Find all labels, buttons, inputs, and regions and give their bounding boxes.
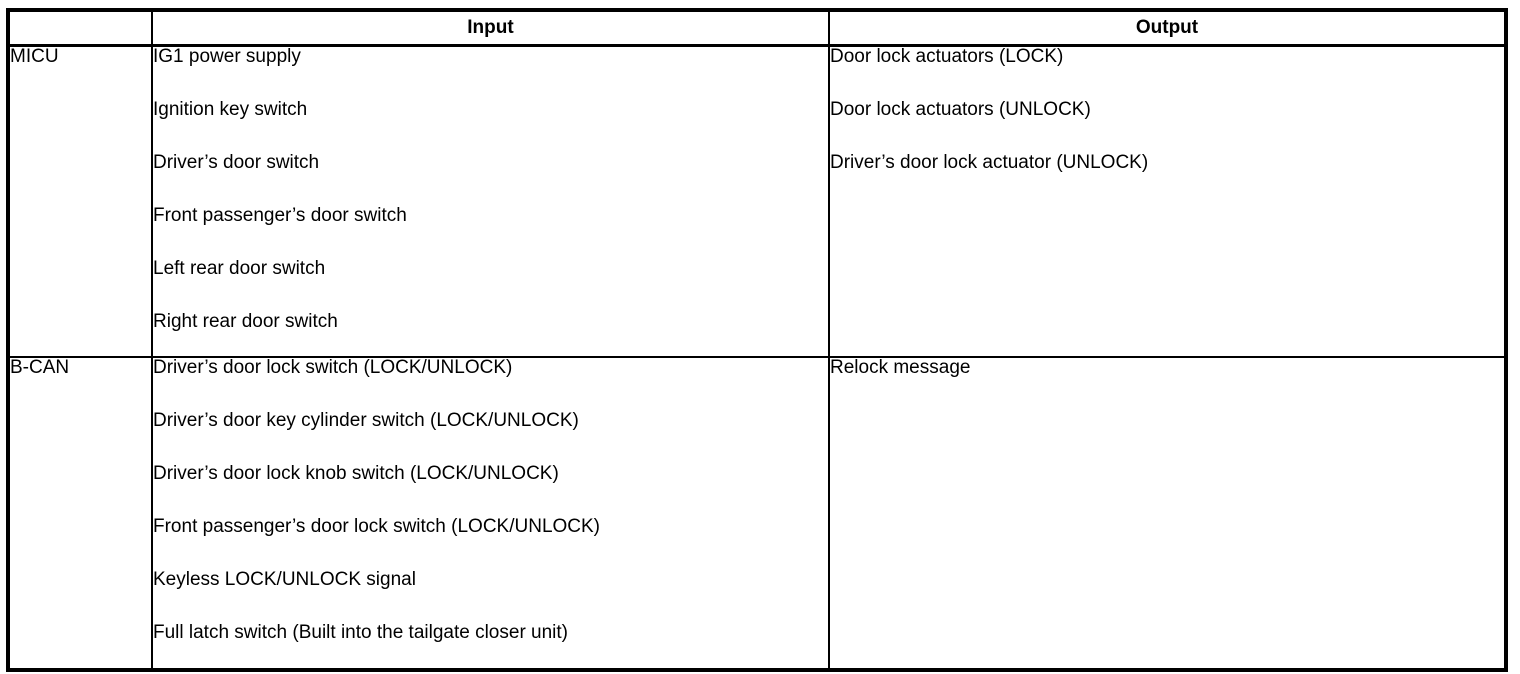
header-output-cell: Output bbox=[828, 9, 1507, 47]
header-input-cell: Input bbox=[151, 9, 830, 47]
signal-item: Right rear door switch bbox=[153, 312, 338, 332]
table-header: Input Output bbox=[7, 9, 1507, 47]
signal-item: Driver’s door lock switch (LOCK/UNLOCK) bbox=[153, 358, 513, 378]
signal-item: Door lock actuators (LOCK) bbox=[830, 47, 1064, 67]
bcan-input-list: Driver’s door lock switch (LOCK/UNLOCK) D… bbox=[151, 356, 830, 671]
signal-item: Front passenger’s door lock switch (LOCK… bbox=[153, 517, 601, 537]
signal-item: IG1 power supply bbox=[153, 47, 301, 67]
header-row: Input Output bbox=[7, 9, 1507, 47]
signal-item: Front passenger’s door switch bbox=[153, 206, 407, 226]
signal-item: Ignition key switch bbox=[153, 100, 308, 120]
bcan-output-list: Relock message bbox=[828, 356, 1507, 671]
signal-item: Relock message bbox=[830, 358, 971, 378]
signal-item: Driver’s door lock knob switch (LOCK/UNL… bbox=[153, 464, 559, 484]
signal-item: Left rear door switch bbox=[153, 259, 326, 279]
table-row-bcan: B-CAN Driver’s door lock switch (LOCK/UN… bbox=[7, 356, 1507, 671]
signal-item: Driver’s door key cylinder switch (LOCK/… bbox=[153, 411, 579, 431]
signal-item: Door lock actuators (UNLOCK) bbox=[830, 100, 1091, 120]
signal-item: Driver’s door switch bbox=[153, 153, 320, 173]
signal-item: Driver’s door lock actuator (UNLOCK) bbox=[830, 153, 1149, 173]
row-label-micu: MICU bbox=[7, 44, 153, 358]
signal-item: Keyless LOCK/UNLOCK signal bbox=[153, 570, 416, 590]
header-corner-cell bbox=[7, 9, 153, 47]
row-label-bcan: B-CAN bbox=[7, 356, 153, 671]
signal-item: Full latch switch (Built into the tailga… bbox=[153, 623, 569, 643]
micu-output-list: Door lock actuators (LOCK) Door lock actu… bbox=[828, 44, 1507, 358]
